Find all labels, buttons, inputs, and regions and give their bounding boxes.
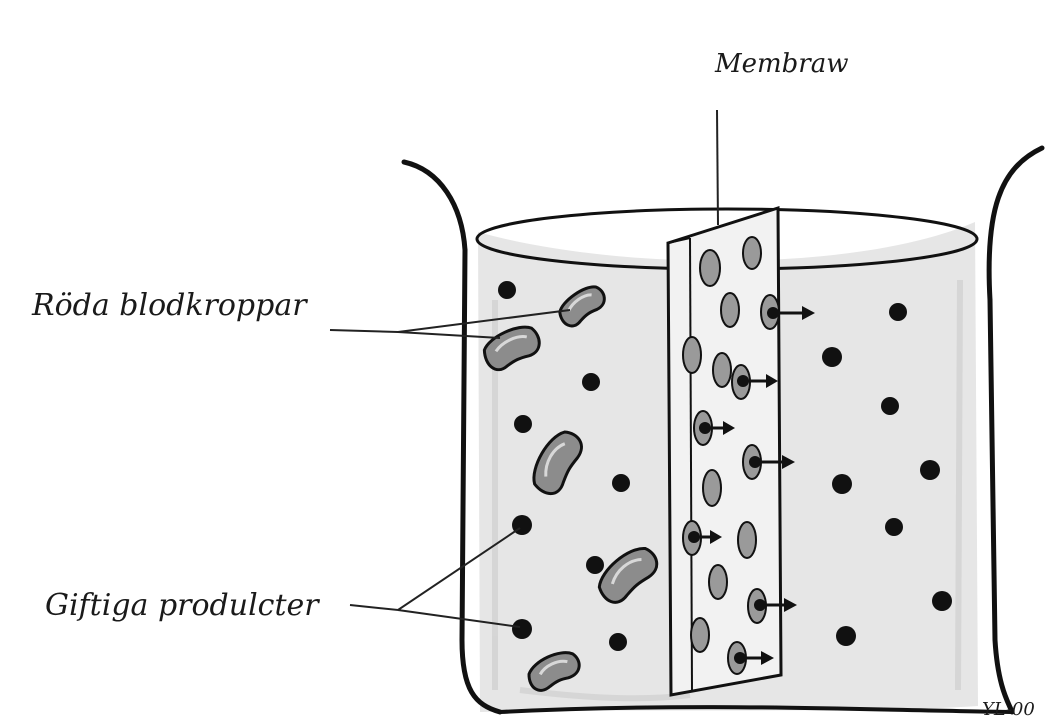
toxic-particle: [920, 460, 940, 480]
membrane-pore: [683, 337, 701, 373]
toxic-particle: [612, 474, 630, 492]
toxic-particle: [889, 303, 907, 321]
toxic-particle: [512, 619, 532, 639]
toxic-particle: [885, 518, 903, 536]
red-blood-cells-label: Röda blodkroppar: [31, 288, 308, 323]
toxic-particle: [609, 633, 627, 651]
toxic-particle: [832, 474, 852, 494]
toxic-products-label: Giftiga produlcter: [45, 588, 320, 623]
toxic-particle: [881, 397, 899, 415]
membrane-pore: [721, 293, 739, 327]
toxic-particle: [498, 281, 516, 299]
artist-signature: YL-00: [982, 699, 1035, 720]
toxic-particle: [514, 415, 532, 433]
membrane-pore: [700, 250, 720, 286]
membrane-pore: [713, 353, 731, 387]
toxic-particle: [932, 591, 952, 611]
toxic-particle: [822, 347, 842, 367]
membrane-pore: [743, 237, 761, 269]
toxic-particle: [582, 373, 600, 391]
membrane-pore: [709, 565, 727, 599]
membrane-pore: [703, 470, 721, 506]
membrane-pore: [691, 618, 709, 652]
membrane-pore: [738, 522, 756, 558]
membrane-label: Membraw: [714, 49, 849, 79]
membrane: [668, 208, 781, 695]
membrane-leader: [717, 110, 718, 225]
toxic-particle: [586, 556, 604, 574]
toxic-particle: [836, 626, 856, 646]
